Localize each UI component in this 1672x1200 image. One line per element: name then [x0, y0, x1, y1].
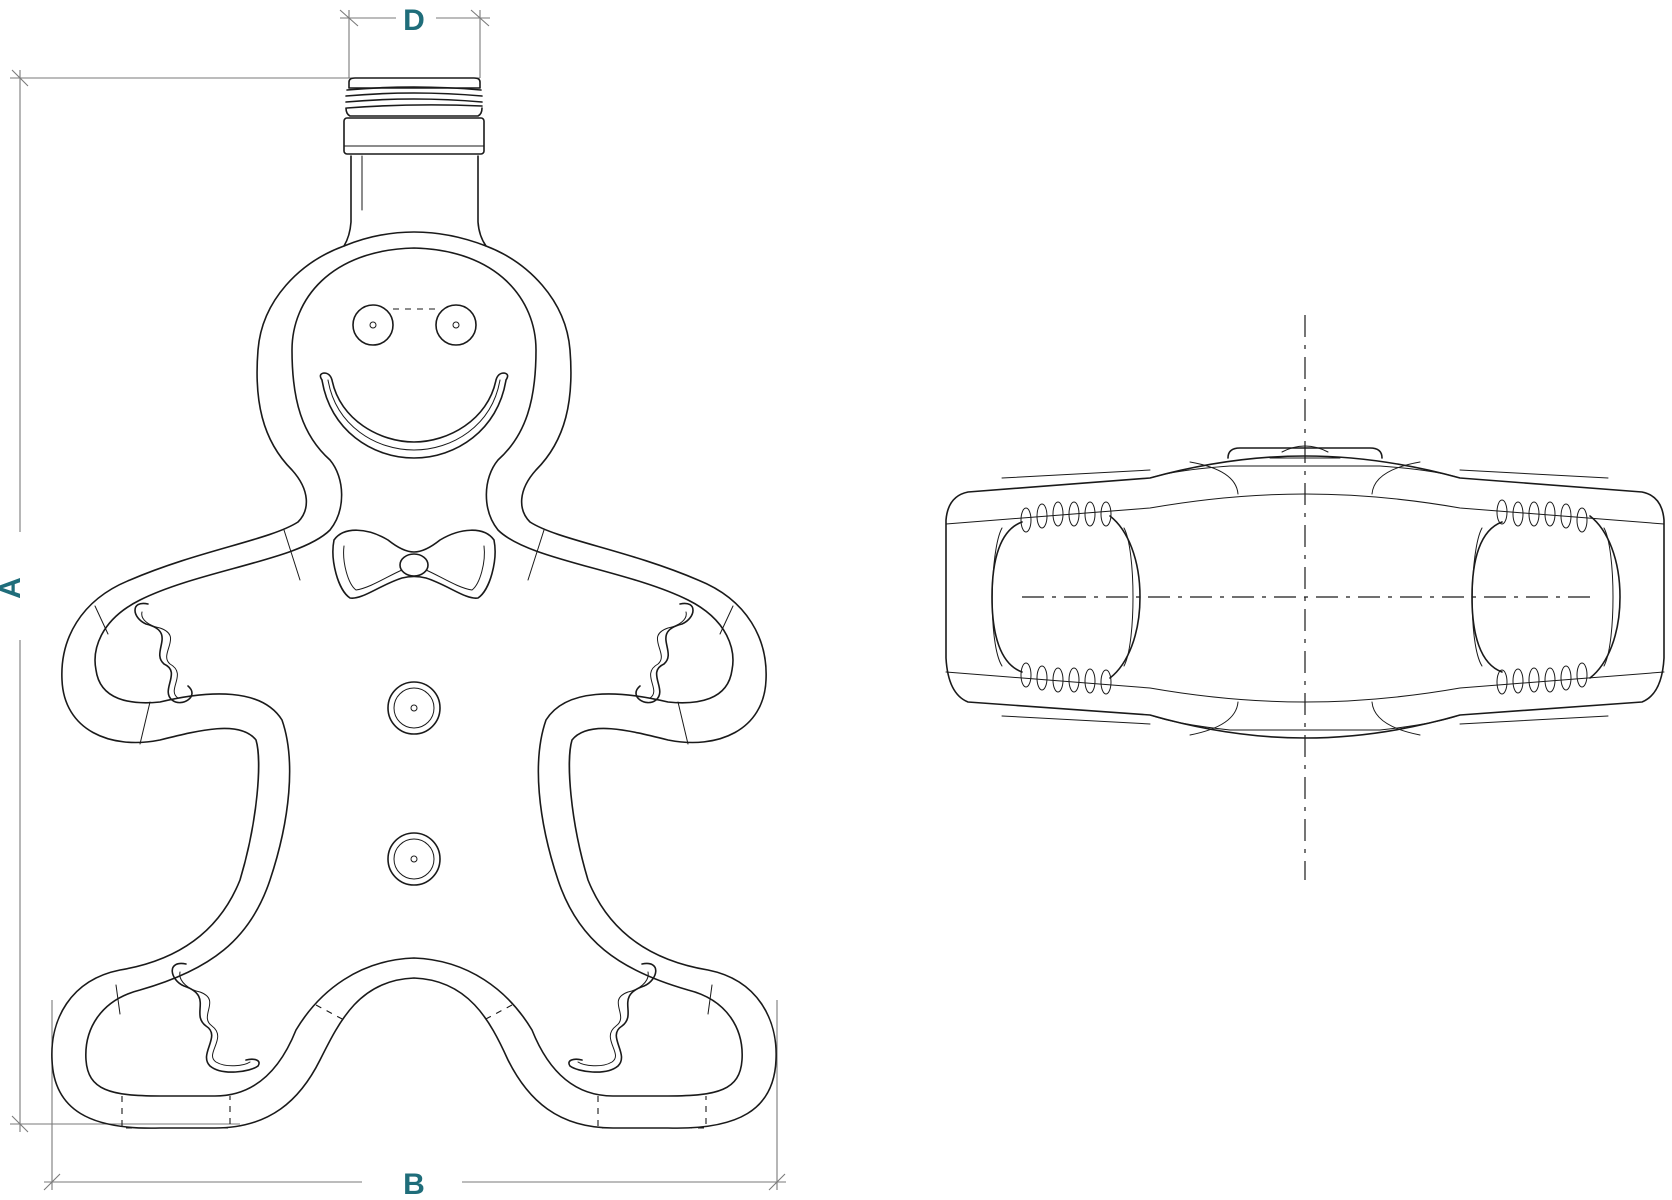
bottle-buttons: [387, 681, 441, 886]
dimension-label-d: D: [403, 4, 425, 37]
dimension-label-b: B: [403, 1168, 425, 1200]
bottle-bowtie: [332, 529, 496, 599]
bottle-front-view: [51, 77, 777, 1129]
dimension-lines: [10, 9, 786, 1191]
side-view-stitches: [1020, 499, 1588, 695]
body-inner-outline: [85, 247, 743, 1097]
body-outline: [51, 231, 777, 1129]
bottle-cap: [343, 77, 485, 155]
bottle-smile: [319, 372, 509, 459]
bottle-eyes: [352, 304, 477, 346]
dimension-label-a: A: [0, 577, 27, 599]
icing-squiggles: [134, 602, 694, 1073]
bottle-side-view: [945, 315, 1665, 880]
